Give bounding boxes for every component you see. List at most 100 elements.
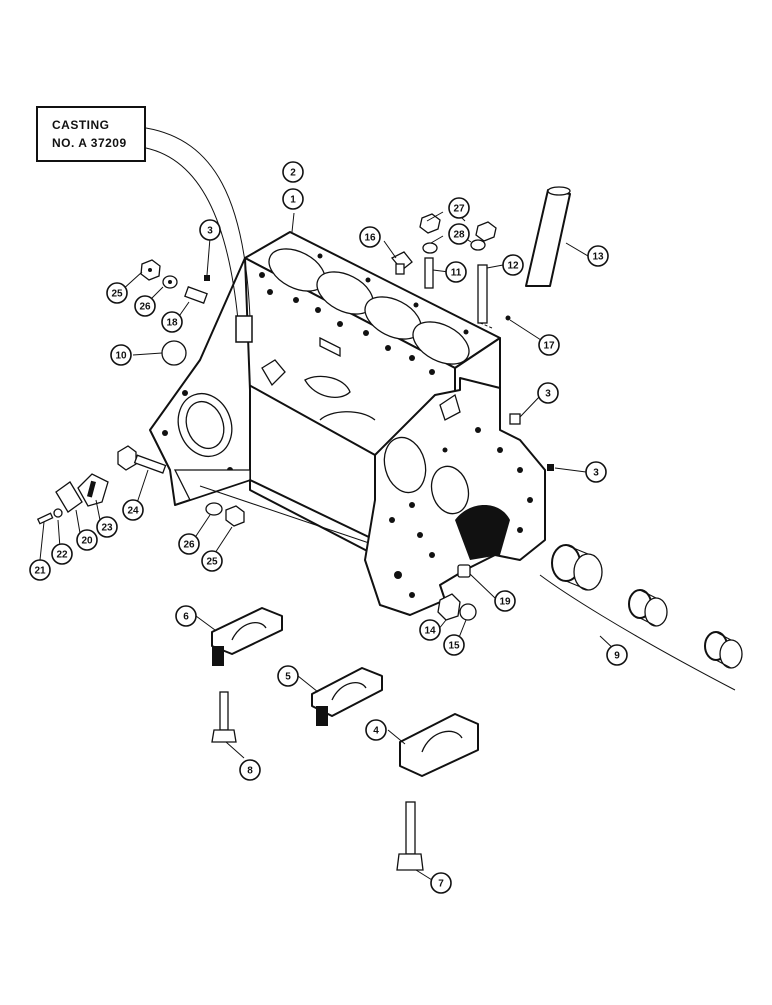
callout-26-bottom: 26 (178, 533, 200, 555)
callout-4: 4 (365, 719, 387, 741)
callout-21: 21 (29, 559, 51, 581)
callout-25-top-circle (106, 282, 128, 304)
callout-8-circle (239, 759, 261, 781)
cover-plate-part-23 (77, 473, 109, 507)
plug-part-19 (457, 564, 471, 578)
callout-3-right-lower-circle (585, 461, 607, 483)
callout-16-circle (359, 226, 381, 248)
callout-5-label: 5 (285, 672, 291, 683)
callout-24-label: 24 (127, 506, 139, 517)
callout-14-circle (419, 619, 441, 641)
callout-25-top: 25 (106, 282, 128, 304)
callout-11-circle (445, 261, 467, 283)
nut-part-25-top (140, 259, 161, 281)
callout-26-top: 26 (134, 295, 156, 317)
washer-part-26-bottom (205, 502, 223, 516)
bearing-cap-part-5 (311, 667, 383, 726)
callout-14-label: 14 (424, 626, 436, 637)
washer-part-15 (459, 603, 477, 621)
callout-14: 14 (419, 619, 441, 641)
callout-9-circle (606, 644, 628, 666)
callout-numbers: 1233345678910111213141516171819202122232… (29, 161, 628, 894)
screw-part-21 (36, 512, 54, 525)
stud-part-11 (424, 257, 434, 289)
callout-18: 18 (161, 311, 183, 333)
washer-part-26-top (162, 275, 178, 289)
callout-4-label: 4 (373, 726, 379, 737)
callout-3-top-left: 3 (199, 219, 221, 241)
callout-21-circle (29, 559, 51, 581)
callout-7-label: 7 (438, 879, 444, 890)
nut-part-25-bottom (225, 505, 245, 527)
callout-27-label: 27 (453, 204, 465, 215)
callout-2: 2 (282, 161, 304, 183)
callout-25-top-label: 25 (111, 289, 123, 300)
callout-9: 9 (606, 644, 628, 666)
callout-12-circle (502, 254, 524, 276)
callout-3-right-lower-label: 3 (593, 468, 599, 479)
nuts-part-27 (419, 213, 497, 242)
callout-1-label: 1 (290, 195, 296, 206)
cap-bolt-part-7 (396, 801, 424, 871)
callout-19: 19 (494, 590, 516, 612)
callout-26-bottom-label: 26 (183, 540, 195, 551)
gasket-part-20 (55, 481, 83, 513)
callout-19-circle (494, 590, 516, 612)
callout-3-right-upper-circle (537, 382, 559, 404)
callout-5: 5 (277, 665, 299, 687)
callout-16-label: 16 (364, 233, 376, 244)
drain-valve-part-16 (390, 251, 413, 275)
callout-22: 22 (51, 543, 73, 565)
washers-part-28 (422, 239, 486, 254)
callout-28-circle (448, 223, 470, 245)
callout-17-circle (538, 334, 560, 356)
plug-part-3-right-upper (509, 413, 521, 425)
callout-3-top-left-label: 3 (207, 226, 213, 237)
callout-22-circle (51, 543, 73, 565)
callout-18-circle (161, 311, 183, 333)
callout-28: 28 (448, 223, 470, 245)
callout-20-label: 20 (81, 536, 93, 547)
bearing-cap-part-6 (211, 607, 283, 666)
callout-26-top-circle (134, 295, 156, 317)
callout-12: 12 (502, 254, 524, 276)
callout-24-circle (122, 499, 144, 521)
callout-25-bottom-circle (201, 550, 223, 572)
casting-number-leader (145, 127, 253, 343)
callout-3-right-lower: 3 (585, 461, 607, 483)
callout-20-circle (76, 529, 98, 551)
cap-bolt-part-8 (211, 691, 237, 743)
callout-6-circle (175, 605, 197, 627)
callout-26-top-label: 26 (139, 302, 151, 313)
callout-26-bottom-circle (178, 533, 200, 555)
callout-13-label: 13 (592, 252, 604, 263)
callout-23: 23 (96, 516, 118, 538)
callout-27: 27 (448, 197, 470, 219)
plug-part-3-right-lower (547, 464, 554, 471)
callout-2-label: 2 (290, 168, 296, 179)
callout-18-label: 18 (166, 318, 178, 329)
callout-1-circle (282, 188, 304, 210)
callout-22-label: 22 (56, 550, 68, 561)
callout-24: 24 (122, 499, 144, 521)
callout-6: 6 (175, 605, 197, 627)
stud-part-12 (477, 264, 488, 324)
callout-25-bottom-label: 25 (206, 557, 218, 568)
callout-3-right-upper: 3 (537, 382, 559, 404)
callout-20: 20 (76, 529, 98, 551)
casting-number-label: CASTING NO. A 37209 (36, 106, 146, 162)
callout-15-label: 15 (448, 641, 460, 652)
callout-25-bottom: 25 (201, 550, 223, 572)
callout-11: 11 (445, 261, 467, 283)
callout-15-circle (443, 634, 465, 656)
callout-10-label: 10 (115, 351, 127, 362)
callout-21-label: 21 (34, 566, 46, 577)
callout-10: 10 (110, 344, 132, 366)
callout-28-label: 28 (453, 230, 465, 241)
callout-5-circle (277, 665, 299, 687)
callout-13: 13 (587, 245, 609, 267)
callout-4-circle (365, 719, 387, 741)
callout-10-circle (110, 344, 132, 366)
callout-23-label: 23 (101, 523, 113, 534)
plug-part-3-top-left (204, 275, 210, 281)
